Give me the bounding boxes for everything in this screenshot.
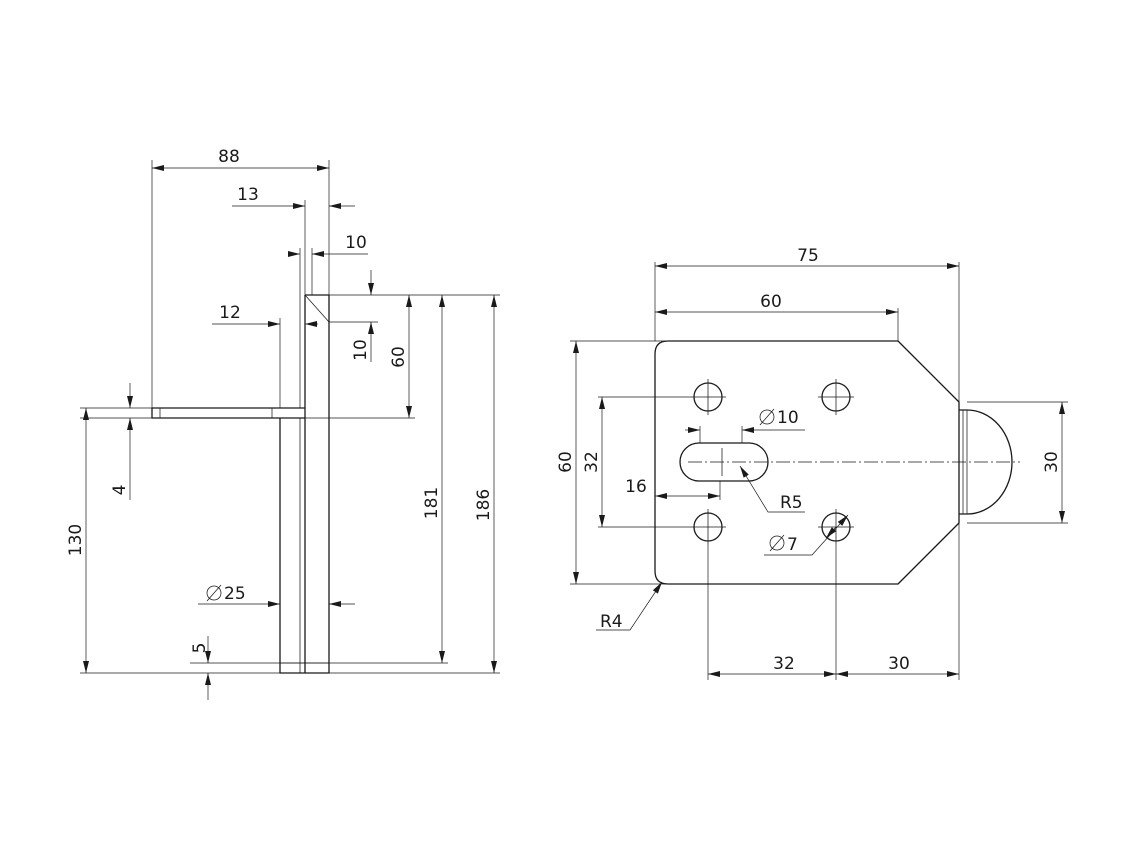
dimension-10-vertical: 10 [351, 270, 374, 362]
dimension-10-vertical-label: 10 [351, 339, 371, 361]
dimension-r5-label: R5 [780, 493, 803, 513]
dimension-diameter-7-label: 7 [787, 535, 798, 555]
dimension-4: 4 [110, 383, 133, 500]
dimension-5-label: 5 [190, 643, 210, 654]
dimension-r4: R4 [596, 581, 663, 632]
side-view: 88 13 10 12 10 60 [66, 147, 500, 700]
dimension-12: 12 [212, 303, 318, 327]
dimension-16-label: 16 [625, 477, 647, 497]
dimension-30-bottom-label: 30 [888, 654, 910, 674]
dimension-13: 13 [232, 185, 355, 209]
front-view: 75 60 60 32 10 16 [556, 246, 1068, 680]
dimension-diameter-25: 25 [198, 584, 355, 607]
front-view-plate-outline [654, 340, 960, 585]
dimension-186: 186 [474, 295, 497, 673]
dimension-75-label: 75 [797, 246, 819, 266]
dimension-10-top: 10 [288, 233, 368, 257]
dimension-10-top-label: 10 [345, 233, 367, 253]
dimension-181: 181 [422, 295, 445, 663]
dimension-4-label: 4 [110, 485, 130, 496]
dimension-diameter-7: 7 [764, 514, 849, 556]
dimension-60-top: 60 [655, 292, 898, 315]
dimension-r5: R5 [739, 465, 805, 513]
dimension-30-right-label: 30 [1042, 451, 1062, 473]
dimension-60-side: 60 [389, 295, 412, 418]
front-view-extension-lines [570, 262, 1068, 680]
dimension-32-left: 32 [582, 397, 605, 527]
dimension-130-label: 130 [66, 524, 86, 556]
hole-top-right [818, 379, 854, 415]
dimension-12-label: 12 [219, 303, 241, 323]
dimension-diameter-25-label: 25 [224, 584, 246, 604]
dimension-186-label: 186 [474, 489, 494, 521]
dimension-75: 75 [655, 246, 959, 269]
side-view-extension-lines [80, 160, 500, 674]
dimension-60-top-label: 60 [760, 292, 782, 312]
dimension-r4-label: R4 [600, 612, 623, 632]
dimension-88-label: 88 [218, 147, 240, 167]
dimension-181-label: 181 [422, 487, 442, 519]
hole-top-left [690, 379, 726, 415]
dimension-88: 88 [152, 147, 329, 171]
dimension-60-left: 60 [556, 341, 579, 584]
dimension-13-label: 13 [237, 185, 259, 205]
hole-bottom-left [690, 509, 726, 545]
diameter-icon [769, 534, 785, 552]
dimension-diameter-10: 10 [685, 408, 805, 433]
dimension-130: 130 [66, 408, 89, 673]
dimension-30-bottom: 30 [836, 654, 959, 677]
dimension-32-bottom-label: 32 [773, 654, 795, 674]
dimension-32-bottom: 32 [708, 654, 836, 677]
side-view-outline [151, 294, 330, 674]
diameter-icon [759, 408, 775, 426]
dimension-diameter-10-label: 10 [777, 408, 799, 428]
dimension-32-left-label: 32 [582, 451, 602, 473]
dimension-60-side-label: 60 [389, 346, 409, 368]
dimension-5: 5 [190, 636, 211, 700]
dimension-16: 16 [625, 477, 720, 499]
dimension-60-left-label: 60 [556, 451, 576, 473]
diameter-icon [206, 584, 222, 602]
dimension-30-right: 30 [1042, 402, 1065, 523]
